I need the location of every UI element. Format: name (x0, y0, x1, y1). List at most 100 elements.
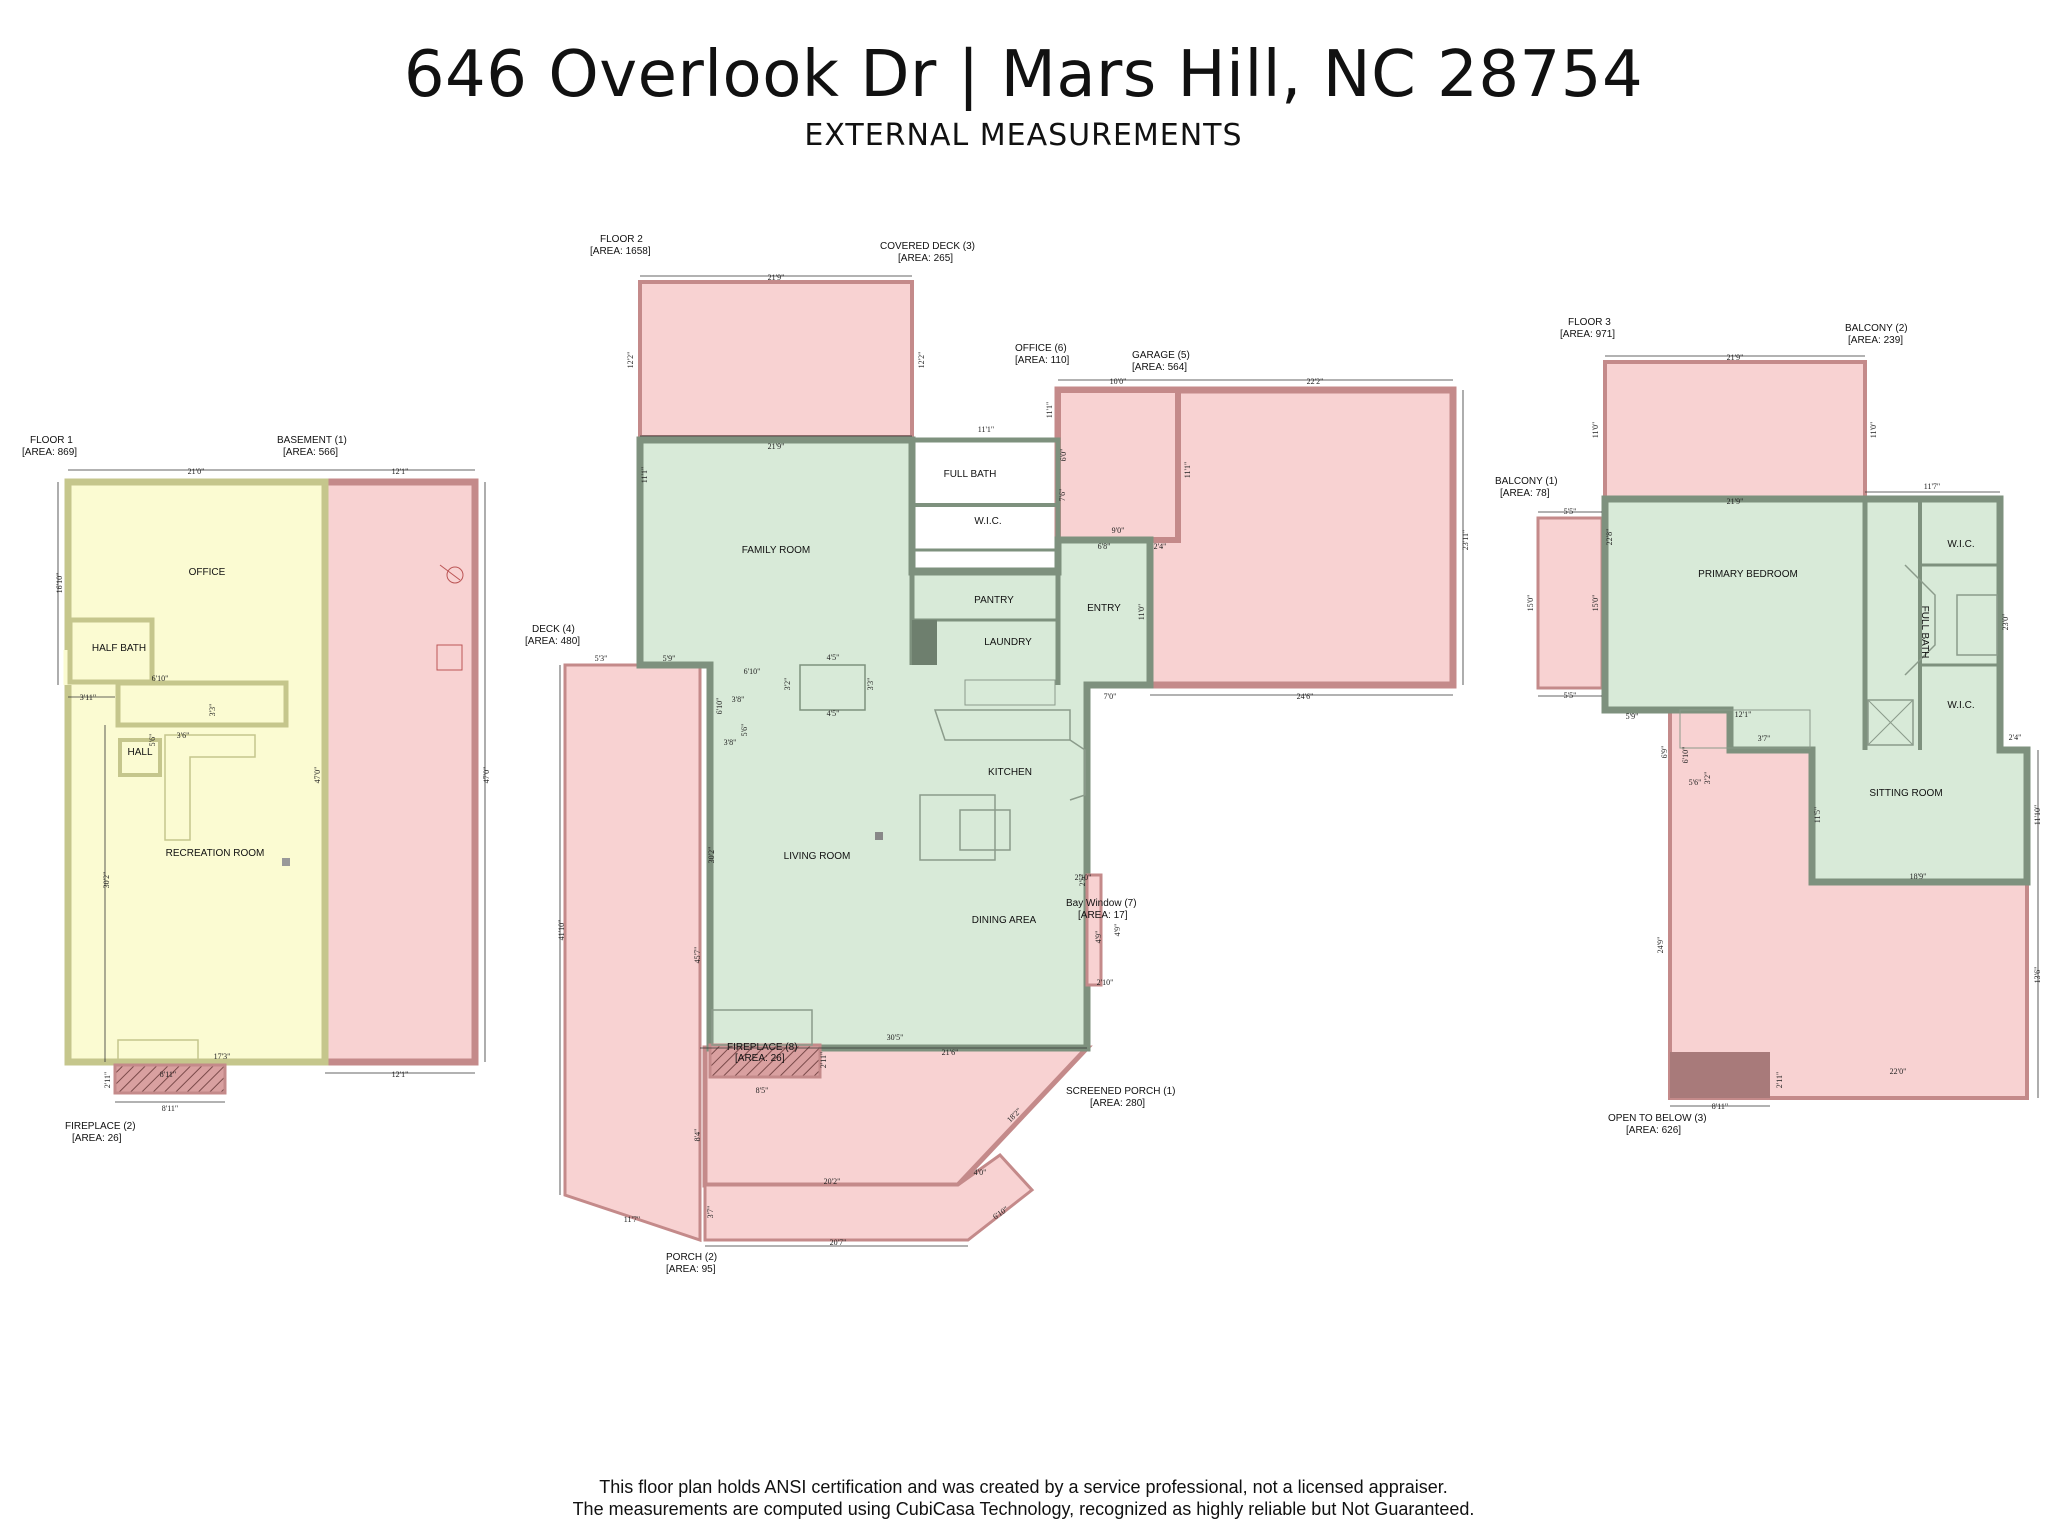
deck-4-area-text: [AREA: 480] (525, 636, 580, 647)
fireplace-floor-1 (113, 1063, 227, 1095)
dim-f1-right-mid: 47'0" (313, 767, 322, 784)
dim-f2-deck-bottom: 11'7" (624, 1215, 640, 1224)
half-bath-area (67, 617, 155, 685)
bay-window-area-text: [AREA: 17] (1078, 910, 1128, 921)
dim-f2-bay-c: 2'10" (1097, 978, 1114, 987)
floor-1-label: FLOOR 1 (30, 435, 73, 446)
porch-2-label: PORCH (2) (666, 1252, 717, 1263)
fireplace-8-area-text: [AREA: 26] (735, 1053, 785, 1064)
covered-deck-area-text: [AREA: 265] (898, 253, 953, 264)
dim-f2-family-left: 11'1" (640, 467, 649, 483)
bay-window-area (1085, 873, 1103, 987)
dim-f3-open-bottom-left: 8'11" (1712, 1102, 1728, 1111)
floor-2-label: FLOOR 2 (600, 234, 643, 245)
dim-f2-stair-v1: 5'6" (740, 724, 749, 737)
dim-f3-bath-right: 23'0" (2001, 614, 2010, 631)
room-recreation: RECREATION ROOM (166, 848, 265, 859)
basement-label: BASEMENT (1) (277, 435, 347, 446)
dim-f2-stair-c: 3'8" (732, 695, 745, 704)
dim-f3-stair-a: 3'7" (1758, 734, 1771, 743)
dim-f1-top-basement: 12'1" (392, 467, 409, 476)
hall-closet (118, 738, 162, 777)
dim-f2-bay-e: 2'5" (1078, 874, 1087, 887)
dim-f2-stair-d: 4'5" (827, 709, 840, 718)
dim-f3-open-side: 2'11" (1775, 1072, 1784, 1088)
covered-deck-label: COVERED DECK (3) (880, 241, 975, 252)
room-office: OFFICE (189, 567, 226, 578)
page-subtitle: EXTERNAL MEASUREMENTS (804, 118, 1243, 153)
porch-2-area-text: [AREA: 95] (666, 1264, 716, 1275)
room-wic-f2: W.I.C. (974, 516, 1001, 527)
dim-f1-top-office: 21'0" (188, 467, 205, 476)
floor-2-plan: FLOOR 2 [AREA: 1658] COVERED DECK (3) [A… (525, 234, 1470, 1275)
disclaimer-line-2: The measurements are computed using Cubi… (572, 1499, 1475, 1519)
screened-porch-area-text: [AREA: 280] (1090, 1098, 1145, 1109)
dim-f1-rec-bottom: 17'3" (214, 1052, 231, 1061)
dim-f2-stair-a: 4'5" (827, 653, 840, 662)
dim-f2-bay-a: 2'10" (1075, 873, 1092, 882)
garage-label: GARAGE (5) (1132, 350, 1190, 361)
dim-f3-open-right: 13'6" (2033, 967, 2042, 984)
dim-f2-stair-e: 3'3" (866, 678, 875, 691)
dim-f3-balcony1-left: 15'0" (1526, 595, 1535, 612)
room-dining-area: DINING AREA (972, 915, 1037, 926)
floor-3-plan: FLOOR 3 [AREA: 971] BALCONY (2) [AREA: 2… (1495, 317, 2042, 1136)
fireplace-8-label: FIREPLACE (8) (727, 1042, 798, 1053)
dim-f2-entry-right: 11'0" (1137, 604, 1146, 620)
dim-f3-bath-top: 11'7" (1924, 482, 1940, 491)
dim-f2-porch-top: 21'6" (942, 1048, 959, 1057)
deck-4-area (563, 663, 702, 1243)
room-primary-bedroom: PRIMARY BEDROOM (1698, 569, 1798, 580)
dim-f2-fireplace-side: 2'11" (819, 1052, 828, 1068)
basement-area (321, 478, 479, 1066)
dim-f1-fireplace-bottom: 8'11" (162, 1104, 178, 1113)
dim-f3-balcony2-right: 11'0" (1869, 422, 1878, 438)
fireplace-2-area: [AREA: 26] (72, 1133, 122, 1144)
screened-porch-label: SCREENED PORCH (1) (1066, 1086, 1175, 1097)
dim-f2-garage-right: 23'11" (1461, 530, 1470, 550)
dim-f2-garage-bottom: 24'6" (1297, 692, 1314, 701)
dim-f1-left-rec: 30'2" (102, 872, 111, 889)
dim-f2-office-top: 10'0" (1110, 377, 1127, 386)
dim-f2-stair-f: 6'10" (715, 698, 724, 715)
disclaimer-line-1: This floor plan holds ANSI certification… (599, 1477, 1448, 1497)
dim-f2-bath-side: 7'6" (1058, 489, 1067, 502)
office-6-area (1055, 387, 1181, 543)
garage-area-text: [AREA: 564] (1132, 362, 1187, 373)
room-hall: HALL (127, 747, 152, 758)
dim-f1-basement-bottom: 12'1" (392, 1070, 409, 1079)
dim-f2-entry-top2: 2'4" (1154, 542, 1167, 551)
room-full-bath-f3: FULL BATH (1919, 606, 1930, 659)
dim-f2-family-top: 21'9" (768, 442, 785, 451)
dim-f1-hall-v: 5'6" (148, 734, 157, 747)
dim-f1-fireplace-side: 2'11" (103, 1072, 112, 1088)
balcony-2-label: BALCONY (2) (1845, 323, 1908, 334)
open-below-dark (1670, 1052, 1770, 1098)
dim-f3-balcony2-top: 21'9" (1727, 353, 1744, 362)
dim-f3-sitting-right: 11'10" (2033, 805, 2042, 825)
bay-window-label: Bay Window (7) (1066, 898, 1137, 909)
page-title: 646 Overlook Dr | Mars Hill, NC 28754 (403, 38, 1644, 112)
dim-f2-stair-v2: 3'2" (783, 678, 792, 691)
porch-2-area (703, 1153, 1035, 1242)
dim-f2-office-left: 11'1" (1045, 402, 1054, 418)
room-entry: ENTRY (1087, 603, 1121, 614)
open-below-label: OPEN TO BELOW (3) (1608, 1113, 1707, 1124)
dim-f2-stair-g: 3'8" (724, 738, 737, 747)
dim-f2-living-bottom: 30'5" (887, 1033, 904, 1042)
floor-1-plan: FLOOR 1 [AREA: 869] BASEMENT (1) [AREA: … (22, 435, 491, 1144)
dim-f2-deck-side2: 8'4" (693, 1129, 702, 1142)
dim-f3-balcony1-right: 15'0" (1591, 595, 1600, 612)
dim-f2-office-right: 6'0" (1059, 449, 1068, 462)
dim-f3-bedroom-left: 22'8" (1605, 529, 1614, 546)
room-sitting-room: SITTING ROOM (1869, 788, 1942, 799)
balcony-1-area-text: [AREA: 78] (1500, 488, 1550, 499)
office-6-area-text: [AREA: 110] (1015, 355, 1070, 366)
room-wic-top: W.I.C. (1947, 539, 1974, 550)
dim-f2-porch-side: 3'7" (706, 1206, 715, 1219)
floor-1-area: [AREA: 869] (22, 447, 77, 458)
dim-f1-stair-v: 3'3" (208, 704, 217, 717)
dim-f2-covered-deck-left: 12'2" (626, 352, 635, 369)
dim-f3-stair-d: 3'2" (1703, 772, 1712, 785)
